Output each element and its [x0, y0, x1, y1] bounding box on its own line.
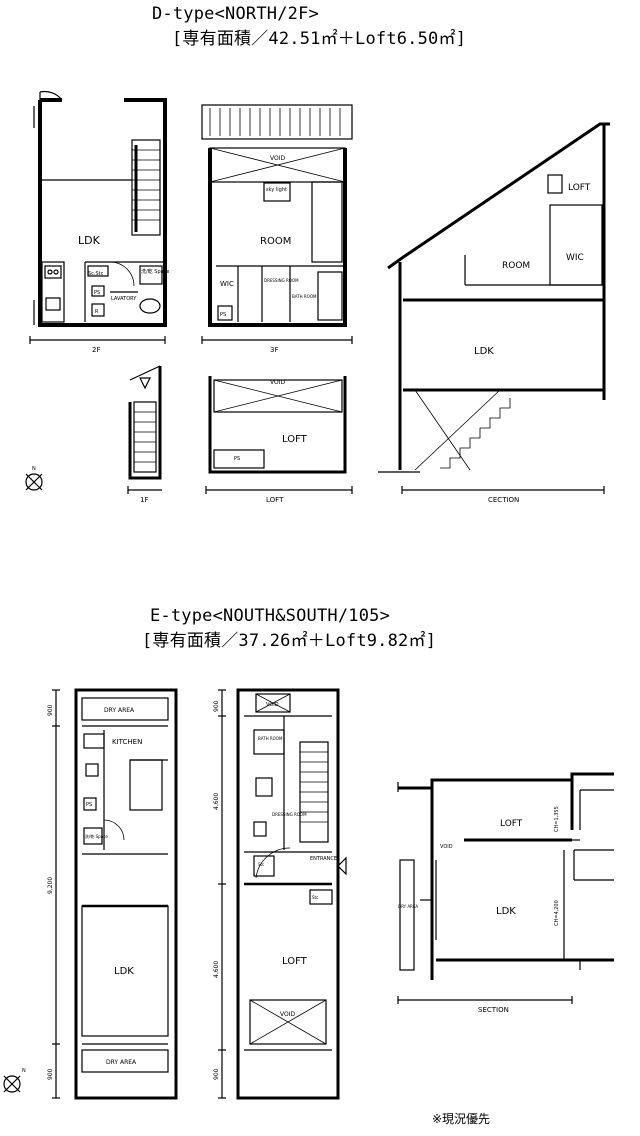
e2-dim-2: 4,600 [213, 793, 220, 810]
e-sec-loft-label: LOFT [500, 819, 523, 829]
d-3f-wic-label: WIC [220, 280, 234, 288]
e1-ps-label: PS [86, 802, 92, 808]
d-3f-ps-label: PS [220, 312, 226, 318]
d-1f-floor-label: 1F [140, 496, 148, 504]
e2-loft-label: LOFT [282, 956, 308, 967]
e2-dressing-label: DRESSING ROOM [272, 812, 307, 817]
e-type-plan-1: DRY AREA KITCHEN PS 洗/乾 Space LDK DRY AR… [47, 688, 178, 1100]
d-2f-shoe-label: Sc.Stc [88, 271, 104, 277]
e1-dry-area-bottom-label: DRY AREA [106, 1059, 137, 1066]
e-sec-ch1-label: CH=1,355 [554, 806, 560, 832]
d-north-label: N [32, 466, 36, 472]
e2-shoe2-label: Stc [312, 895, 318, 900]
d-type-2f-plan: LDK Sc.Stc PS R 洗/乾 Space LAVATORY 2F [29, 90, 170, 354]
d-2f-lavatory-label: LAVATORY [111, 296, 137, 302]
e2-dim-3: 4,600 [213, 961, 220, 978]
e-north-arrow: N [3, 1068, 26, 1093]
d-3f-void-label: VOID [270, 155, 285, 162]
d-3f-floor-label: 3F [270, 346, 278, 354]
d-2f-ps-label: PS [94, 290, 100, 296]
d-loft-ps-label: PS [234, 456, 240, 462]
d-loft-floor-label: LOFT [266, 496, 284, 504]
e2-shoe-label: Stc [258, 862, 264, 867]
d-3f-bath-label: BATH ROOM [292, 294, 317, 299]
d-3f-room-label: ROOM [260, 236, 291, 247]
d-type-1f-plan: 1F [127, 365, 162, 504]
e1-kitchen-label: KITCHEN [112, 738, 142, 746]
d-2f-ldk-label: LDK [78, 234, 101, 247]
e1-dim-top: 900 [47, 704, 54, 716]
e-north-label: N [22, 1068, 26, 1074]
e-sec-title-label: SECTION [478, 1006, 509, 1014]
d-sec-room-label: ROOM [502, 261, 530, 271]
d-loft-loft-label: LOFT [282, 434, 308, 445]
e2-void-bottom-label: VOID [280, 1011, 295, 1018]
e2-entrance-label: ENTRANCE [310, 856, 337, 862]
d-sec-wic-label: WIC [566, 253, 584, 263]
d-type-3f-plan: VOID sky light ROOM WIC DRESSING ROOM BA… [201, 104, 353, 354]
d-3f-skylight-label: sky light [266, 187, 287, 193]
d-type-section: LOFT ROOM WIC LDK CECTION [378, 122, 610, 504]
priority-note: ※現況優先 [432, 1112, 491, 1126]
e-sec-void-label: VOID [440, 844, 453, 850]
e-type-title: E-type<NOUTH&SOUTH/105> [150, 606, 391, 626]
d-type-area: [専有面積／42.51㎡＋Loft6.50㎡] [172, 29, 467, 49]
d-type-title: D-type<NORTH/2F> [152, 4, 319, 24]
e1-washer-label: 洗/乾 Space [85, 833, 108, 839]
d-type-loft-plan: VOID LOFT PS LOFT [205, 376, 353, 504]
e2-void-top-label: VOID [266, 702, 279, 708]
e2-bath-label: BATH ROOM [258, 736, 283, 741]
e1-dim-middle: 9,200 [47, 877, 54, 894]
e-type-section: LOFT VOID LDK DRY AREA CH=1,355 CH=4,200… [397, 772, 614, 1014]
e-sec-ch2-label: CH=4,200 [554, 900, 560, 926]
d-sec-ldk-label: LDK [474, 346, 494, 357]
d-sec-loft-label: LOFT [568, 183, 591, 193]
e-type-area: [専有面積／37.26㎡＋Loft9.82㎡] [142, 631, 437, 651]
e-sec-dry-area-label: DRY AREA [398, 904, 418, 909]
d-2f-floor-label: 2F [92, 346, 100, 354]
d-2f-washer-label: 洗/乾 Space [141, 268, 170, 275]
e-type-plan-2: VOID BATH ROOM DRESSING ROOM Stc ENTRANC… [213, 688, 347, 1100]
d-3f-dressing-label: DRESSING ROOM [264, 278, 299, 283]
e2-dim-1: 900 [213, 700, 220, 712]
d-north-arrow: N [25, 466, 43, 491]
e-sec-ldk-label: LDK [496, 906, 516, 917]
d-2f-fridge-label: R [95, 309, 99, 315]
d-sec-title-label: CECTION [488, 496, 519, 504]
d-loft-void-label: VOID [270, 379, 285, 386]
e1-dim-bottom: 900 [47, 1068, 54, 1080]
e2-dim-4: 900 [213, 1068, 220, 1080]
e1-dry-area-top-label: DRY AREA [104, 707, 135, 714]
e1-ldk-label: LDK [114, 966, 134, 977]
